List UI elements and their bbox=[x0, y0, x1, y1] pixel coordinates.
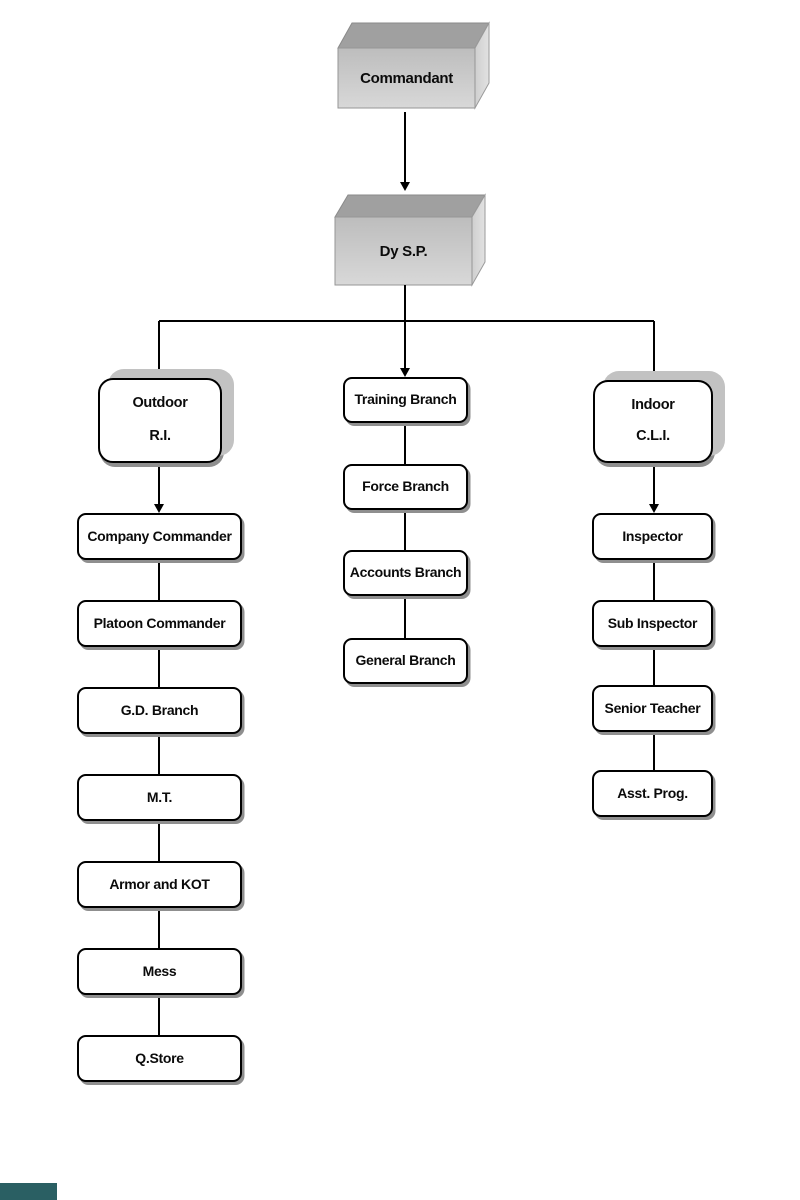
bottom-left-accent-bar bbox=[0, 1183, 57, 1200]
node-senior-teacher: Senior Teacher bbox=[592, 685, 713, 732]
arrowhead-down-icon bbox=[649, 371, 659, 380]
node-indoor-cli: Indoor C.L.I. bbox=[593, 380, 713, 463]
node-training-branch: Training Branch bbox=[343, 377, 468, 423]
arrowhead-down-icon bbox=[400, 182, 410, 191]
node-outdoor-ri: Outdoor R.I. bbox=[98, 378, 222, 463]
node-asst-prog: Asst. Prog. bbox=[592, 770, 713, 817]
node-gd-branch: G.D. Branch bbox=[77, 687, 242, 734]
node-indoor-line2: C.L.I. bbox=[636, 428, 670, 445]
node-outdoor-line2: R.I. bbox=[149, 427, 171, 444]
node-force-branch: Force Branch bbox=[343, 464, 468, 510]
node-mess: Mess bbox=[77, 948, 242, 995]
arrowhead-down-icon bbox=[649, 504, 659, 513]
node-q-store: Q.Store bbox=[77, 1035, 242, 1082]
node-company-commander: Company Commander bbox=[77, 513, 242, 560]
cube-commandant bbox=[337, 21, 490, 110]
node-commandant: Commandant bbox=[360, 69, 453, 87]
arrowhead-down-icon bbox=[400, 368, 410, 377]
node-platoon-commander: Platoon Commander bbox=[77, 600, 242, 647]
node-armor-and-kot: Armor and KOT bbox=[77, 861, 242, 908]
node-mt: M.T. bbox=[77, 774, 242, 821]
arrowhead-down-icon bbox=[154, 504, 164, 513]
connector-lines bbox=[158, 112, 655, 1035]
node-dy-sp: Dy S.P. bbox=[379, 242, 428, 260]
node-outdoor-line1: Outdoor bbox=[132, 395, 188, 412]
node-sub-inspector: Sub Inspector bbox=[592, 600, 713, 647]
node-general-branch: General Branch bbox=[343, 638, 468, 684]
node-indoor-line1: Indoor bbox=[631, 396, 675, 413]
node-accounts-branch: Accounts Branch bbox=[343, 550, 468, 596]
arrowhead-down-icon bbox=[154, 369, 164, 378]
node-inspector: Inspector bbox=[592, 513, 713, 560]
cube-dy-sp bbox=[334, 193, 486, 287]
